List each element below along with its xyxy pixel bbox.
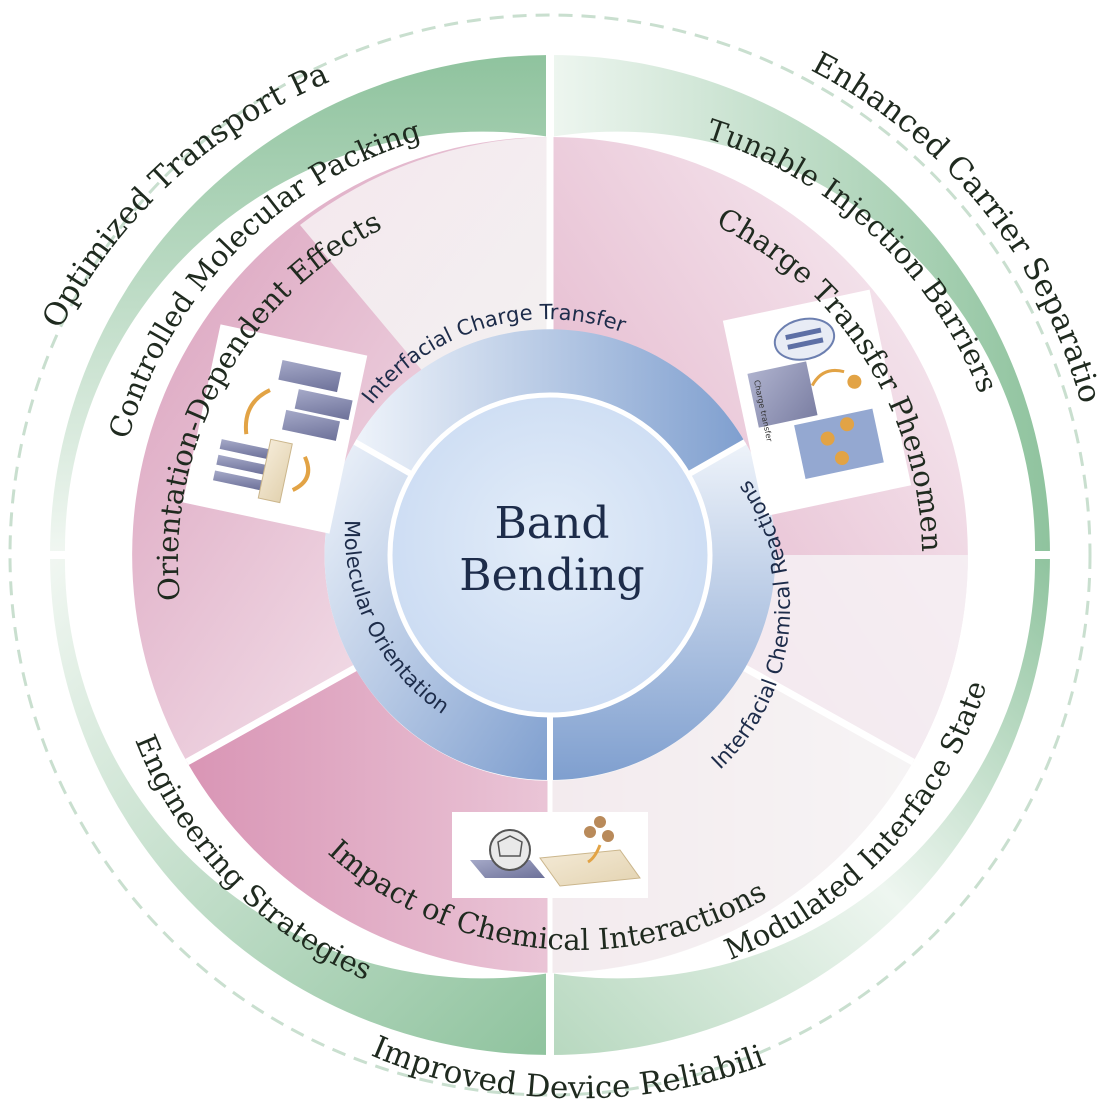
chemical-illustration xyxy=(452,812,648,898)
outer-dashed-ring xyxy=(8,13,1092,1097)
fullerene-icon xyxy=(489,829,531,871)
ring-segment-injection xyxy=(550,55,1050,555)
center-title-line2: Bending xyxy=(459,550,644,601)
arc-interfacial-charge-transfer xyxy=(355,329,745,474)
ring-segment-interface-states xyxy=(550,555,1050,1055)
charge-transfer-illustration: Charge transfer xyxy=(722,289,912,517)
ring-segment-engineering xyxy=(50,555,550,1055)
orientation-illustration xyxy=(182,324,368,534)
center-title-line1: Band xyxy=(494,498,609,549)
arc-molecular-orientation xyxy=(324,442,550,781)
center-circle xyxy=(387,392,713,718)
ring-segment-packing xyxy=(50,55,550,555)
arc-interfacial-chemical-reactions xyxy=(550,442,776,781)
